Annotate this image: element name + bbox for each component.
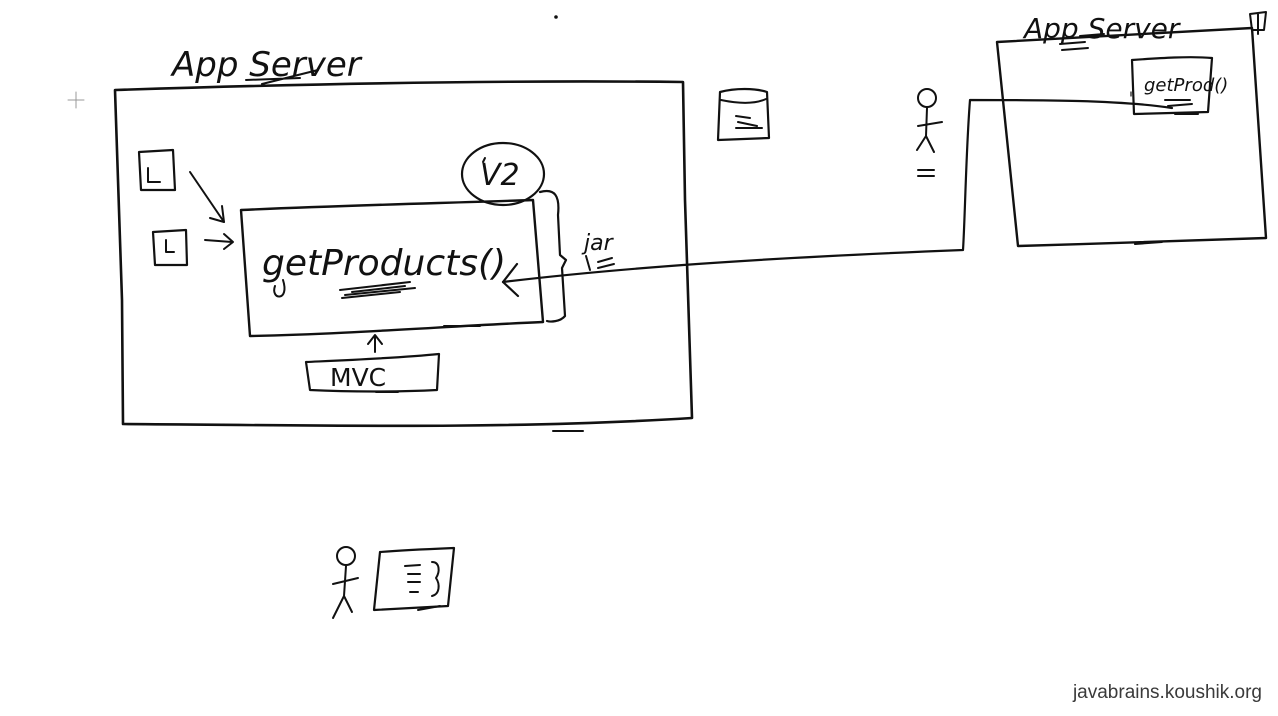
developer-figure-icon bbox=[332, 546, 359, 619]
crosshair-cursor-icon bbox=[67, 91, 85, 109]
remote-method-box: getProd() bbox=[1130, 56, 1228, 116]
jar-bracket: jar bbox=[538, 189, 615, 323]
jar-label: jar bbox=[581, 231, 615, 256]
version-circle: V2 bbox=[460, 141, 546, 207]
right-app-server: App Server bbox=[995, 11, 1268, 248]
client-box-2 bbox=[151, 228, 189, 267]
remote-call-connector bbox=[501, 98, 1174, 298]
site-credit: javabrains.koushik.org bbox=[1072, 682, 1262, 703]
client-box-1 bbox=[137, 148, 177, 192]
mvc-box: MVC bbox=[304, 334, 441, 393]
method-label: getProducts() bbox=[262, 243, 506, 284]
mvc-label: MVC bbox=[330, 363, 386, 392]
database-icon bbox=[716, 87, 771, 142]
arrow-to-method-1 bbox=[189, 171, 225, 223]
json-document-icon bbox=[372, 546, 456, 612]
arrow-to-method-2 bbox=[204, 233, 234, 250]
get-products-box: getProducts() bbox=[239, 198, 545, 338]
version-label: V2 bbox=[480, 158, 520, 193]
stray-dot bbox=[554, 15, 558, 19]
remote-method-label: getProd() bbox=[1144, 75, 1228, 96]
left-app-server: App Server bbox=[113, 45, 694, 432]
user-figure-icon bbox=[916, 88, 943, 177]
